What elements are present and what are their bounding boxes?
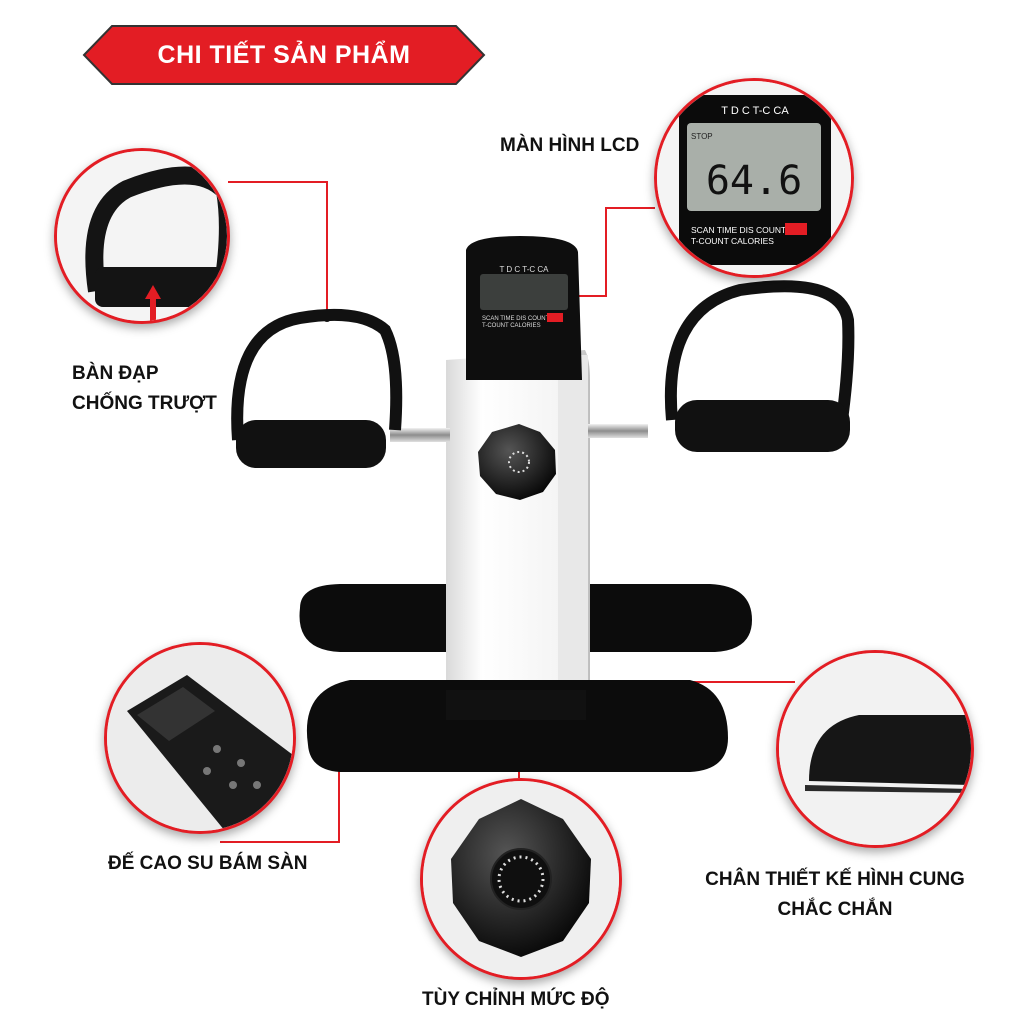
pedal-zoom-circle: [54, 148, 230, 324]
arc-leg-label-line2: CHẮC CHẮN: [777, 899, 893, 920]
banner-title: CHI TIẾT SẢN PHẨM: [157, 41, 411, 69]
rubber-foot-image: [107, 645, 293, 831]
arc-leg-image: [779, 653, 971, 845]
knob-label: TÙY CHỈNH MỨC ĐỘ: [422, 989, 610, 1010]
title-banner: CHI TIẾT SẢN PHẨM: [82, 24, 486, 86]
small-lcd-mode1: SCAN TIME DIS COUNT: [482, 316, 550, 322]
small-lcd-header: T D C T-C CA: [499, 265, 549, 274]
resistance-knob-image: [423, 781, 619, 977]
anti-slip-pedal-image: [57, 151, 227, 321]
lcd-reading: 64.6: [706, 158, 802, 204]
small-lcd-mode2: T-COUNT CALORIES: [482, 323, 541, 329]
lcd-mode2: T-COUNT CALORIES: [691, 236, 774, 246]
rubber-feet-label: ĐẾ CAO SU BÁM SÀN: [108, 853, 308, 874]
lcd-stop: STOP: [691, 132, 713, 141]
arc-leg-zoom-circle: [776, 650, 974, 848]
lcd-display-image: T D C T-C CA STOP 64.6 SCAN TIME DIS COU…: [657, 81, 851, 275]
pedal-label-line1: BÀN ĐẠP: [72, 363, 159, 384]
pedal-label-line2: CHỐNG TRƯỢT: [72, 393, 217, 414]
lcd-zoom-circle: T D C T-C CA STOP 64.6 SCAN TIME DIS COU…: [654, 78, 854, 278]
knob-zoom-circle: [420, 778, 622, 980]
lcd-label: MÀN HÌNH LCD: [500, 135, 640, 156]
lcd-header: T D C T-C CA: [721, 105, 789, 117]
rubber-feet-zoom-circle: [104, 642, 296, 834]
lcd-mode1: SCAN TIME DIS COUNT: [691, 225, 786, 235]
arc-leg-label-line1: CHÂN THIẾT KẾ HÌNH CUNG: [705, 869, 965, 890]
